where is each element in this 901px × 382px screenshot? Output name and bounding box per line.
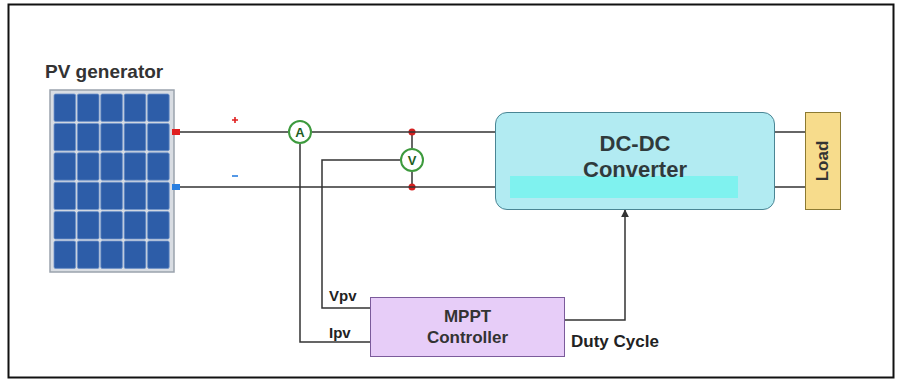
panel-cell [101,94,123,121]
plus-terminal [172,129,180,135]
panel-cell [148,94,170,121]
wire-connector [312,131,495,133]
panel-cell [54,241,76,268]
panel-cell [77,182,99,209]
panel-cell [77,212,99,239]
converter-box: DC-DC Converter [495,112,775,210]
signal-label: Vpv [329,287,357,304]
panel-cell [148,153,170,180]
panel-cell [124,123,146,150]
wire-connector [775,131,805,133]
panel-cell [54,123,76,150]
panel-cells [54,94,169,268]
solar-panel [50,90,238,272]
node-text: A [295,126,304,139]
node-text: PV generator [45,61,163,83]
panel-cell [77,94,99,121]
panel-cell [54,212,76,239]
panel-cell [124,241,146,268]
panel-cell [77,123,99,150]
panel-cell [148,182,170,209]
plus-sign [232,117,238,123]
frame [9,5,894,378]
panel-frame [50,90,174,272]
node-text: DC-DC Converter [565,131,705,183]
panel-cell [101,241,123,268]
signal-label: Duty Cycle [571,332,659,352]
node-text: MPPT Controller [408,306,528,348]
panel-cell [148,212,170,239]
panel-cell [54,153,76,180]
wire-connector [775,186,805,188]
panel-cell [148,241,170,268]
node-text: V [408,154,417,167]
load-box: Load [805,112,841,210]
panel-cell [77,241,99,268]
panel-cell [124,94,146,121]
panel-cell [54,182,76,209]
node-text: Load [813,141,833,182]
wire-connector [322,160,400,308]
panel-cell [148,123,170,150]
voltmeter-leads [409,129,416,191]
ammeter-circle: A [288,120,312,144]
wire-connector [300,144,370,342]
panel-cell [101,182,123,209]
minus-terminal [172,184,180,190]
panel-cell [77,153,99,180]
panel-cell [101,212,123,239]
panel-cell [124,153,146,180]
panel-cell [101,123,123,150]
panel-cell [54,94,76,121]
panel-cell [124,212,146,239]
wire-connector [180,131,288,133]
minus-sign [232,175,238,177]
panel-cell [101,153,123,180]
controller-box: MPPT Controller [370,297,565,357]
wire-connector [180,186,495,188]
pv-generator: PV generator [52,92,172,270]
wire-connector [565,210,625,320]
panel-cell [124,182,146,209]
signal-label: Ipv [329,324,351,341]
voltmeter-circle: V [400,148,424,172]
